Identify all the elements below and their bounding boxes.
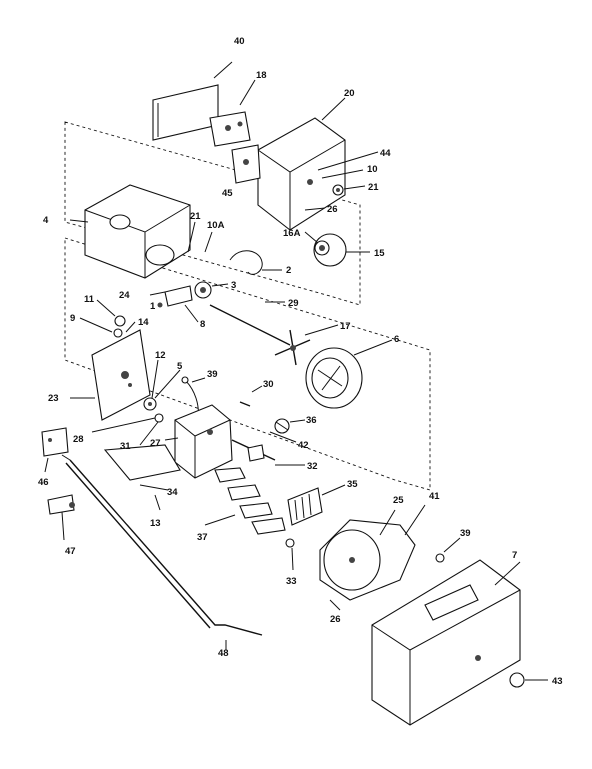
part-39-screw [435, 537, 461, 563]
label-10a: 10A [207, 220, 225, 231]
label-7: 7 [512, 550, 517, 561]
part-35-clip [287, 484, 346, 526]
label-1: 1 [150, 301, 156, 312]
part-45-bracket [231, 144, 261, 184]
label-16a: 16A [283, 228, 301, 239]
part-29-shaft [209, 301, 291, 346]
label-45: 45 [222, 188, 233, 199]
label-28: 28 [73, 434, 84, 445]
label-31: 31 [120, 441, 131, 452]
leader-26-upper [304, 207, 326, 211]
label-42: 42 [298, 440, 309, 451]
parts-36-42 [269, 418, 306, 443]
part-6-wheel [305, 339, 393, 409]
part-46-bracket [41, 427, 69, 473]
part-47-screw [47, 494, 75, 541]
label-29: 29 [288, 298, 299, 309]
parts-28-31 [91, 413, 164, 446]
label-2: 2 [286, 265, 291, 276]
label-47: 47 [65, 546, 76, 557]
part-43-knob [475, 655, 548, 688]
parts-11-9-14 [79, 299, 136, 338]
part-37-blades [204, 467, 286, 535]
label-24: 24 [119, 290, 130, 301]
label-26-upper: 26 [327, 204, 338, 215]
parts-24-1-8 [149, 285, 199, 323]
part-48-rod [61, 454, 263, 650]
label-36: 36 [306, 415, 317, 426]
part-32-shaft [231, 439, 305, 466]
part-25-housing [319, 504, 426, 611]
label-41: 41 [429, 491, 440, 502]
leader-10a [204, 231, 213, 253]
parts-34-13 [103, 444, 181, 511]
leader-21-lower [187, 221, 196, 253]
label-5: 5 [177, 361, 183, 372]
group-outline-lower [64, 237, 431, 491]
label-39-lower: 39 [460, 528, 471, 539]
part-18-bracket [209, 79, 256, 147]
label-32: 32 [307, 461, 318, 472]
group-outline-upper [64, 121, 361, 306]
label-21-lower: 21 [190, 211, 201, 222]
label-17: 17 [340, 321, 351, 332]
part-4-bucket-frame [69, 184, 191, 279]
label-10: 10 [367, 164, 378, 175]
label-39-upper: 39 [207, 369, 218, 380]
label-3: 3 [231, 280, 236, 291]
part-15-knob [304, 231, 370, 267]
label-48: 48 [218, 648, 229, 659]
label-26-lower: 26 [330, 614, 341, 625]
label-23: 23 [48, 393, 59, 404]
part-7-cover [371, 559, 521, 726]
label-14: 14 [138, 317, 149, 328]
label-4: 4 [43, 215, 49, 226]
label-25: 25 [393, 495, 404, 506]
label-43: 43 [552, 676, 563, 687]
label-37: 37 [197, 532, 208, 543]
part-30-pin [239, 385, 263, 407]
label-13: 13 [150, 518, 161, 529]
label-44: 44 [380, 148, 391, 159]
part-20-motor-housing [257, 97, 346, 231]
part-33-screw [285, 538, 295, 571]
label-20: 20 [344, 88, 355, 99]
label-15: 15 [374, 248, 385, 259]
label-35: 35 [347, 479, 358, 490]
part-17-spider [274, 324, 339, 366]
label-11: 11 [84, 294, 95, 305]
label-9: 9 [70, 313, 75, 324]
label-27: 27 [150, 438, 161, 449]
parts-12-5 [143, 359, 181, 411]
part-3-gear [194, 281, 229, 299]
part-2-spring [229, 250, 282, 275]
leaders-44-10 [317, 151, 379, 179]
part-23-plate [70, 329, 151, 421]
label-12: 12 [155, 350, 166, 361]
label-6: 6 [394, 334, 399, 345]
label-8: 8 [200, 319, 205, 330]
part-40-panel [152, 61, 233, 141]
part-21-nut-upper [332, 184, 366, 196]
label-40: 40 [234, 36, 245, 47]
label-30: 30 [263, 379, 274, 390]
label-21-upper: 21 [368, 182, 379, 193]
label-34: 34 [167, 487, 178, 498]
label-33: 33 [286, 576, 297, 587]
label-18: 18 [256, 70, 267, 81]
label-46: 46 [38, 477, 49, 488]
